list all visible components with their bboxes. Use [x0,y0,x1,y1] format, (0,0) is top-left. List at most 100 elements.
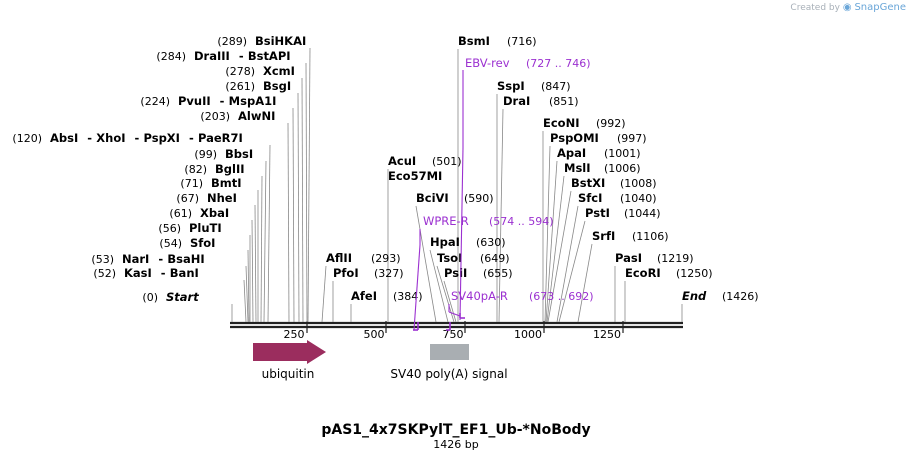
site-name-right: PfoI [333,266,359,280]
site-name-right: PasI [615,251,642,265]
site-connector-right [577,243,593,323]
site-separator: - [135,131,140,145]
axis-tick-label: 750 [443,328,464,341]
site-position-right: (1008) [620,177,657,190]
site-connector-right [321,265,327,323]
site-connector-left [260,175,263,323]
site-name-left: SfoI [190,236,215,250]
site-connector-left [267,144,271,323]
site-connector-right [558,220,586,323]
site-name-right: BciVI [416,191,449,205]
primer-name: SV40pA-R [451,289,508,303]
primer-connector [448,311,461,317]
plasmid-name: pAS1_4x7SKPylT_EF1_Ub-*NoBody [321,422,590,438]
site-connector-right [556,205,579,323]
site-name-left: XcmI [263,64,295,78]
primer-range: (673 .. 692) [529,290,594,303]
site-position-right: (1001) [604,147,641,160]
site-position-left: (56) [158,222,181,235]
ubiquitin-label: ubiquitin [262,367,315,381]
site-separator: - [220,94,225,108]
site-name-right: BsmI [458,34,490,48]
site-name-right: AflII [326,251,352,265]
site-position-left: (261) [225,80,255,93]
site-position-right: (997) [617,132,647,145]
site-name-left: BbsI [225,147,253,161]
site-name-right: SrfI [592,229,615,243]
primer-name: WPRE-R [423,214,469,228]
site-position-right: (1426) [722,290,759,303]
site-name-right: AfeI [351,289,377,303]
site-connector-right [498,108,504,323]
site-name-left: AbsI [50,131,78,145]
site-connector-right [429,249,449,323]
site-connector-right [415,205,437,323]
ubiquitin-feature-arrow [253,340,326,364]
plasmid-length: 1426 bp [433,438,478,451]
site-separator: - [189,131,194,145]
site-name-right: ApaI [557,146,586,160]
sv40-polya-label: SV40 poly(A) signal [390,367,507,381]
site-position-left: (67) [176,192,199,205]
primer-range: (727 .. 746) [526,57,591,70]
site-position-left: (54) [159,237,182,250]
site-separator: - [161,266,166,280]
axis-tick-label: 1250 [593,328,621,341]
site-name-left: XhoI [96,131,125,145]
site-position-left: (289) [217,35,247,48]
site-separator: - [239,49,244,63]
site-connector-left [307,47,311,323]
site-position-left: (82) [184,163,207,176]
site-position-right: (1106) [632,230,669,243]
site-position-right: (649) [480,252,510,265]
site-name-left: NarI [122,252,149,266]
site-connector-right [545,160,558,323]
primer-connector [459,147,464,321]
site-separator: - [87,131,92,145]
site-name-left: MspA1I [229,94,277,108]
site-position-right: (655) [483,267,513,280]
site-name-left: Start [166,290,199,304]
site-name-left: BmtI [211,176,242,190]
site-position-right: (1250) [676,267,713,280]
site-connector-left [247,249,250,323]
site-connector-right [544,145,551,323]
site-position-right: (630) [476,236,506,249]
site-connector-left [305,62,308,323]
site-name-right: HpaI [430,235,460,249]
site-connector-left [243,279,247,323]
site-name-right: BstXI [571,176,605,190]
site-position-left: (224) [140,95,170,108]
primer-range: (574 .. 594) [489,215,554,228]
axis-tick-label: 500 [364,328,385,341]
site-name-left: AlwNI [238,109,275,123]
primer-name: EBV-rev [465,56,510,70]
site-position-left: (61) [169,207,192,220]
site-name-left: PluTI [189,221,222,235]
site-name-left: XbaI [200,206,229,220]
site-connector-left [287,122,290,323]
site-connector-left [254,204,257,323]
site-position-left: (203) [200,110,230,123]
site-position-right: (327) [374,267,404,280]
site-position-right: (1044) [624,207,661,220]
site-name-left: PvuII [178,94,211,108]
watermark-created-by: Created by [790,3,840,13]
site-name-left: PaeR7I [198,131,243,145]
site-position-right: (851) [549,95,579,108]
site-connector-left [245,265,249,323]
site-name-right: SspI [497,79,525,93]
site-position-right: (1040) [620,192,657,205]
site-name-left: BsaHI [167,252,204,266]
site-name-left: BglII [215,162,245,176]
site-connector-right [443,280,457,323]
sv40-polya-feature-box [430,344,469,360]
site-connector-right [546,175,565,323]
site-position-left: (278) [225,65,255,78]
site-position-left: (52) [93,267,116,280]
site-name-left: DraIII [194,49,230,63]
site-name-right: AcuI [388,154,416,168]
site-position-right: (992) [596,117,626,130]
watermark: Created by ◉ SnapGene [790,2,906,13]
